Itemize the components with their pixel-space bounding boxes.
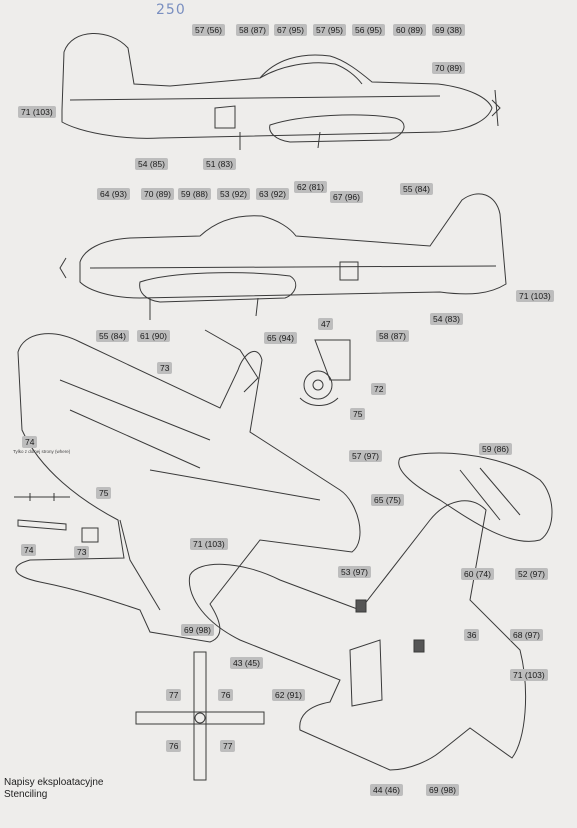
label: 76: [218, 689, 234, 701]
label: 65 (75): [371, 494, 404, 506]
label: 55 (84): [96, 330, 129, 342]
label: 75: [350, 408, 366, 420]
label: 44 (46): [370, 784, 403, 796]
label: 71 (103): [510, 669, 548, 681]
label: 51 (83): [203, 158, 236, 170]
label: 75: [96, 487, 112, 499]
label: 60 (74): [461, 568, 494, 580]
wing-right: [398, 452, 553, 542]
label: 69 (98): [426, 784, 459, 796]
caption-line1: Napisy eksploatacyjne: [4, 777, 104, 788]
label: 54 (83): [430, 313, 463, 325]
label: 77: [220, 740, 236, 752]
label: 63 (92): [256, 188, 289, 200]
label: 77: [166, 689, 182, 701]
caption-line2: Stenciling: [4, 789, 48, 800]
label: 76: [166, 740, 182, 752]
label: 72: [371, 383, 387, 395]
label: 55 (84): [400, 183, 433, 195]
label: 62 (81): [294, 181, 327, 193]
label: 36: [464, 629, 480, 641]
label: 56 (95): [352, 24, 385, 36]
label: 57 (95): [313, 24, 346, 36]
label: 69 (38): [432, 24, 465, 36]
landing-gear-detail: [299, 339, 351, 406]
detail-parts: [14, 493, 99, 543]
label: 71 (103): [516, 290, 554, 302]
label: 53 (92): [217, 188, 250, 200]
label: 61 (90): [137, 330, 170, 342]
label: 73: [74, 546, 90, 558]
label: 68 (97): [510, 629, 543, 641]
planform-bottom: [188, 500, 527, 771]
label: 74: [21, 544, 37, 556]
label: 67 (95): [274, 24, 307, 36]
label: 47: [318, 318, 334, 330]
handwritten-number: 250: [156, 2, 186, 18]
label: 70 (89): [432, 62, 465, 74]
label: 58 (87): [236, 24, 269, 36]
tail-planform: [135, 651, 265, 781]
label: 71 (103): [190, 538, 228, 550]
label: 59 (86): [479, 443, 512, 455]
side-view-middle: [59, 193, 507, 320]
label: 52 (97): [515, 568, 548, 580]
label: 59 (88): [178, 188, 211, 200]
label: 54 (85): [135, 158, 168, 170]
label: 58 (87): [376, 330, 409, 342]
label: 65 (94): [264, 332, 297, 344]
label: 73: [157, 362, 173, 374]
label: 57 (97): [349, 450, 382, 462]
planform-top: [15, 329, 361, 643]
label: 67 (96): [330, 191, 363, 203]
label: 74: [22, 436, 38, 448]
label: 43 (45): [230, 657, 263, 669]
label: 71 (103): [18, 106, 56, 118]
small-note: Tylko z dolnej strony (where): [13, 449, 71, 454]
label: 60 (89): [393, 24, 426, 36]
label: 53 (97): [338, 566, 371, 578]
label: 62 (91): [272, 689, 305, 701]
label: 70 (89): [141, 188, 174, 200]
side-view-top: [61, 33, 501, 150]
label: 64 (93): [97, 188, 130, 200]
label: 69 (98): [181, 624, 214, 636]
label: 57 (56): [192, 24, 225, 36]
